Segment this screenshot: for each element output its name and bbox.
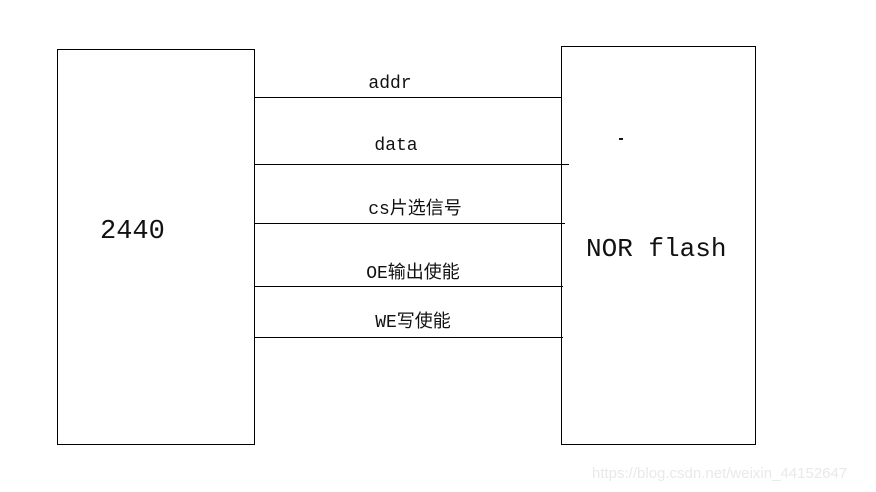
chip-box-nor-flash	[561, 46, 756, 445]
wire-label-oe: OE输出使能	[366, 264, 460, 284]
csdn-watermark: https://blog.csdn.net/weixin_44152647	[592, 465, 848, 482]
wire-oe	[254, 286, 563, 288]
wire-cs	[254, 223, 565, 225]
chip-label-2440: 2440	[100, 217, 165, 247]
chip-label-nor-flash: NOR flash	[586, 234, 727, 264]
wire-label-cs: cs片选信号	[368, 200, 462, 220]
wire-addr	[254, 97, 561, 99]
chip-box-2440	[57, 49, 255, 445]
wire-label-we: WE写使能	[375, 313, 451, 333]
wire-label-data: data	[374, 136, 418, 156]
wire-data	[254, 164, 569, 166]
stray-dash-mark	[619, 138, 623, 140]
wire-label-addr: addr	[368, 74, 412, 94]
wire-we	[254, 337, 563, 339]
